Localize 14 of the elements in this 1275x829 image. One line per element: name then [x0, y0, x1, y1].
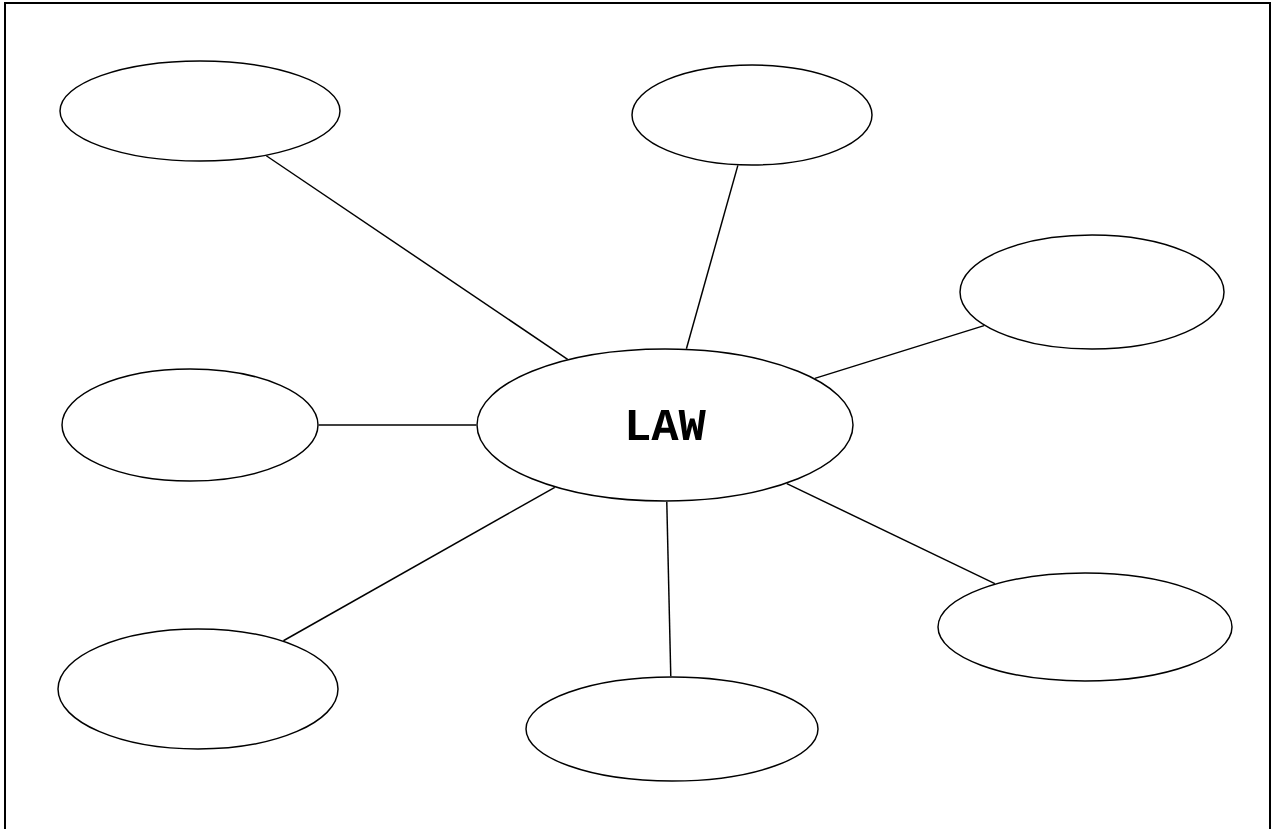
- connector-line: [666, 501, 672, 677]
- connector-line: [265, 155, 569, 360]
- connector-line: [282, 486, 556, 642]
- connector-line: [814, 324, 985, 380]
- empty-ellipse: [631, 64, 873, 166]
- connector-line: [685, 164, 739, 350]
- connector-line: [318, 424, 477, 426]
- empty-ellipse: [59, 60, 341, 162]
- empty-ellipse: [937, 572, 1233, 682]
- empty-ellipse: [61, 368, 319, 482]
- empty-ellipse: [57, 628, 339, 750]
- empty-ellipse: [525, 676, 819, 782]
- connector-line: [786, 482, 996, 585]
- empty-ellipse: [959, 234, 1225, 350]
